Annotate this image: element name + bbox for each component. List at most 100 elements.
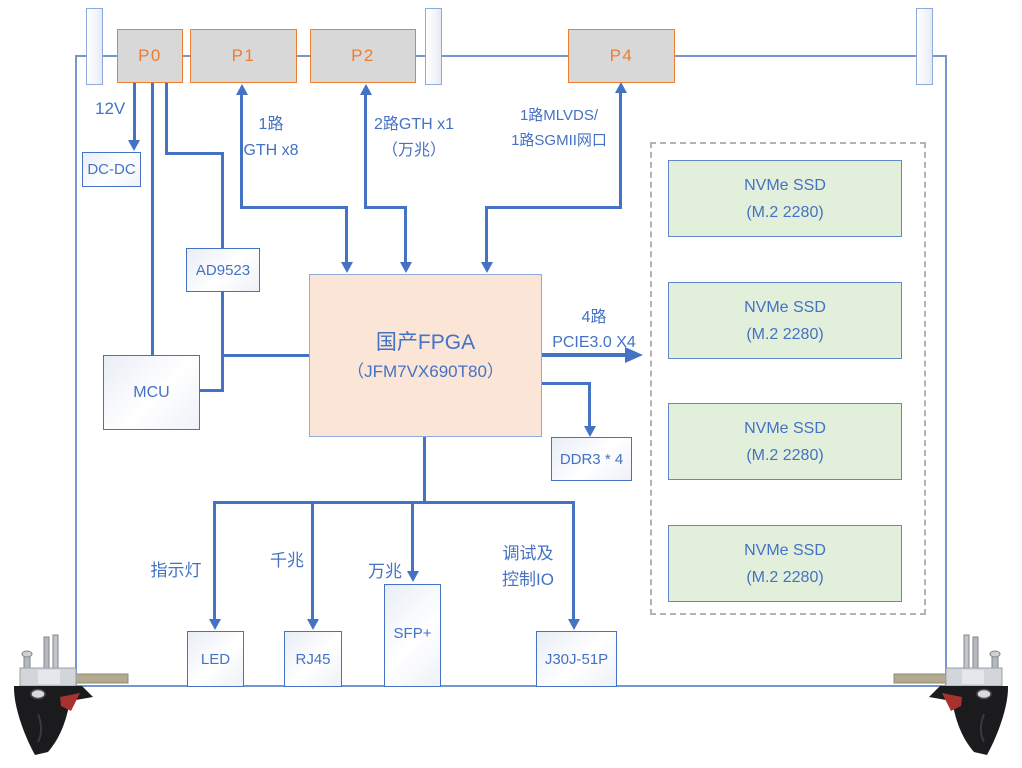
keying-post-left — [86, 8, 103, 85]
arrowhead-rj45 — [307, 619, 319, 630]
line-fpga-bottom — [423, 437, 426, 503]
connector-p1: P1 — [190, 29, 297, 83]
label-gth-x1: 2路GTH x1 （万兆） — [354, 112, 474, 164]
ssd-3-name: NVMe SSD — [744, 419, 826, 437]
label-debug-io: 调试及 控制IO — [478, 541, 578, 593]
fpga-name: 国产FPGA — [375, 330, 476, 354]
block-j30j: J30J-51P — [536, 631, 617, 687]
line-pcie — [542, 353, 628, 357]
arrowhead-p2-fpga — [400, 262, 412, 273]
line-p2-fpga — [404, 206, 407, 263]
label-gth-x1-line2: （万兆） — [381, 142, 446, 159]
line-p1-fpga — [345, 206, 348, 263]
board-edge-right — [945, 55, 947, 687]
arrowhead-sfp — [407, 571, 419, 582]
line-12v — [133, 83, 136, 141]
arrowhead-j30j — [568, 619, 580, 630]
ssd-2-form-factor: (M.2 2280) — [746, 325, 824, 343]
line-p0-branch-h1 — [165, 152, 224, 155]
label-12v: 12V — [95, 99, 126, 118]
line-p0-mcu — [151, 83, 154, 355]
arrowhead-pcie — [625, 347, 643, 363]
board-edge-bottom — [75, 685, 947, 687]
line-rj45 — [311, 501, 314, 620]
line-ddr-v — [588, 382, 591, 427]
line-branch-to-fpga — [222, 354, 309, 357]
line-p4-v — [619, 91, 622, 209]
ejector-handle-icon — [893, 634, 1008, 755]
connector-p0-label: P0 — [138, 46, 162, 65]
block-ddr3-label: DDR3 * 4 — [559, 450, 624, 468]
arrowhead-p2 — [360, 84, 372, 95]
line-p1-v — [240, 93, 243, 209]
arrowhead-p1 — [236, 84, 248, 95]
label-debug-line1: 调试及 — [502, 544, 554, 563]
line-j30j — [572, 501, 575, 620]
ssd-4-name: NVMe SSD — [744, 541, 826, 559]
arrowhead-ddr — [584, 426, 596, 437]
keying-post-middle — [425, 8, 442, 85]
ssd-1: NVMe SSD (M.2 2280) — [668, 160, 902, 237]
block-sfp: SFP+ — [384, 584, 441, 687]
ssd-2-name: NVMe SSD — [744, 298, 826, 316]
label-gigabit: 千兆 — [270, 551, 304, 570]
line-p2-v — [364, 93, 367, 209]
arrowhead-p4-fpga — [481, 262, 493, 273]
block-ad9523-label: AD9523 — [195, 261, 251, 279]
label-indicator: 指示灯 — [150, 561, 202, 580]
label-pcie-line2: PCIE3.0 X4 — [552, 334, 636, 351]
line-led — [213, 501, 216, 620]
block-ddr3: DDR3 * 4 — [551, 437, 632, 481]
connector-p4-label: P4 — [609, 46, 634, 65]
label-gth-x8: 1路 GTH x8 — [211, 112, 331, 164]
card-ejector-handle-left — [8, 634, 138, 760]
label-pcie-line1: 4路 — [581, 309, 607, 326]
line-distribution — [213, 501, 574, 504]
board-edge-top — [75, 55, 947, 57]
block-mcu-label: MCU — [133, 383, 170, 401]
line-p1-h — [240, 206, 348, 209]
label-mlvds-sgmii: 1路MLVDS/ 1路SGMII网口 — [484, 103, 634, 153]
block-ad9523: AD9523 — [186, 248, 260, 292]
keying-post-right — [916, 8, 933, 85]
line-ddr-h — [542, 382, 591, 385]
block-fpga: 国产FPGA （JFM7VX690T80） — [309, 274, 542, 437]
ssd-group-frame — [650, 142, 926, 615]
label-gth-x8-line1: 1路 — [258, 116, 284, 133]
label-gth-x1-line1: 2路GTH x1 — [373, 116, 455, 133]
block-sfp-label: SFP+ — [393, 625, 432, 642]
block-dcdc-label: DC-DC — [87, 161, 136, 178]
block-rj45-label: RJ45 — [295, 650, 331, 668]
connector-p4: P4 — [568, 29, 675, 83]
connector-p0: P0 — [117, 29, 183, 83]
block-j30j-label: J30J-51P — [544, 650, 609, 668]
arrowhead-12v — [128, 140, 140, 151]
label-gth-x8-line2: GTH x8 — [243, 142, 299, 159]
label-mlvds-line1: 1路MLVDS/ — [519, 107, 599, 124]
ssd-1-name: NVMe SSD — [744, 176, 826, 194]
connector-p2: P2 — [310, 29, 416, 83]
label-ten-gigabit: 万兆 — [368, 562, 402, 581]
label-mlvds-line2: 1路SGMII网口 — [511, 132, 607, 149]
arrowhead-p1-fpga — [341, 262, 353, 273]
block-dcdc: DC-DC — [82, 152, 141, 187]
ssd-3: NVMe SSD (M.2 2280) — [668, 403, 902, 480]
label-debug-line2: 控制IO — [502, 570, 554, 589]
arrowhead-led — [209, 619, 221, 630]
line-sfp — [411, 501, 414, 572]
ejector-handle-icon — [14, 634, 129, 755]
ssd-2: NVMe SSD (M.2 2280) — [668, 282, 902, 359]
line-p4-fpga — [485, 206, 488, 263]
block-led-label: LED — [200, 650, 231, 668]
ssd-4: NVMe SSD (M.2 2280) — [668, 525, 902, 602]
arrowhead-p4 — [615, 82, 627, 93]
connector-p1-label: P1 — [231, 46, 256, 65]
line-p2-h — [364, 206, 407, 209]
card-ejector-handle-right — [884, 634, 1014, 760]
line-p4-h — [487, 206, 622, 209]
ssd-3-form-factor: (M.2 2280) — [746, 446, 824, 464]
label-pcie: 4路 PCIE3.0 X4 — [544, 305, 644, 355]
fpga-part-number: （JFM7VX690T80） — [347, 361, 504, 381]
ssd-1-form-factor: (M.2 2280) — [746, 203, 824, 221]
